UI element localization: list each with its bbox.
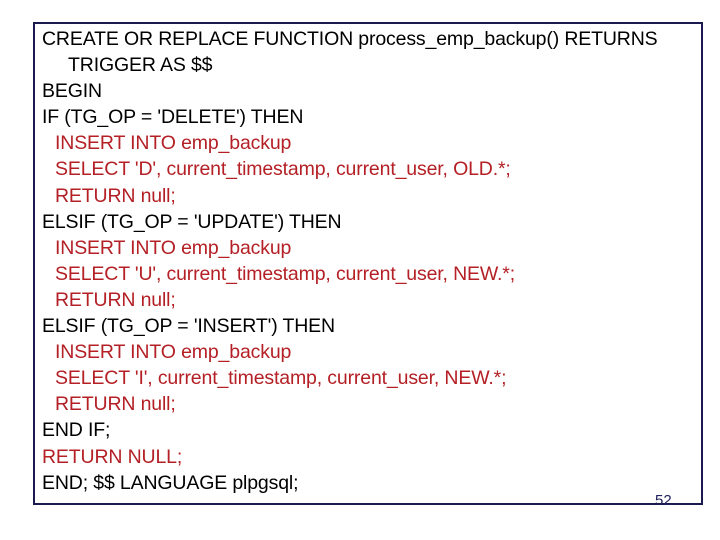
code-line: INSERT INTO emp_backup [55, 341, 292, 364]
code-line: BEGIN [42, 80, 102, 103]
code-line: IF (TG_OP = 'DELETE') THEN [42, 106, 304, 129]
code-line: END IF; [42, 419, 111, 442]
code-line: RETURN null; [55, 393, 176, 416]
code-line: ELSIF (TG_OP = 'INSERT') THEN [42, 315, 335, 338]
code-line: TRIGGER AS $$ [68, 54, 213, 77]
code-line: RETURN null; [55, 184, 176, 207]
code-line: END; $$ LANGUAGE plpgsql; [42, 471, 299, 494]
code-line: SELECT 'D', current_timestamp, current_u… [55, 158, 511, 181]
page-number: 52 [655, 492, 672, 509]
code-listing: CREATE OR REPLACE FUNCTION process_emp_b… [42, 26, 692, 496]
code-block-frame [33, 22, 703, 505]
code-line: SELECT 'U', current_timestamp, current_u… [55, 262, 516, 285]
code-line: RETURN null; [55, 288, 176, 311]
code-line: CREATE OR REPLACE FUNCTION process_emp_b… [42, 28, 658, 50]
code-line: INSERT INTO emp_backup [55, 236, 292, 259]
code-line: RETURN NULL; [42, 445, 183, 468]
code-line: ELSIF (TG_OP = 'UPDATE') THEN [42, 210, 342, 233]
code-line: SELECT 'I', current_timestamp, current_u… [55, 367, 507, 390]
code-line: INSERT INTO emp_backup [55, 132, 292, 155]
